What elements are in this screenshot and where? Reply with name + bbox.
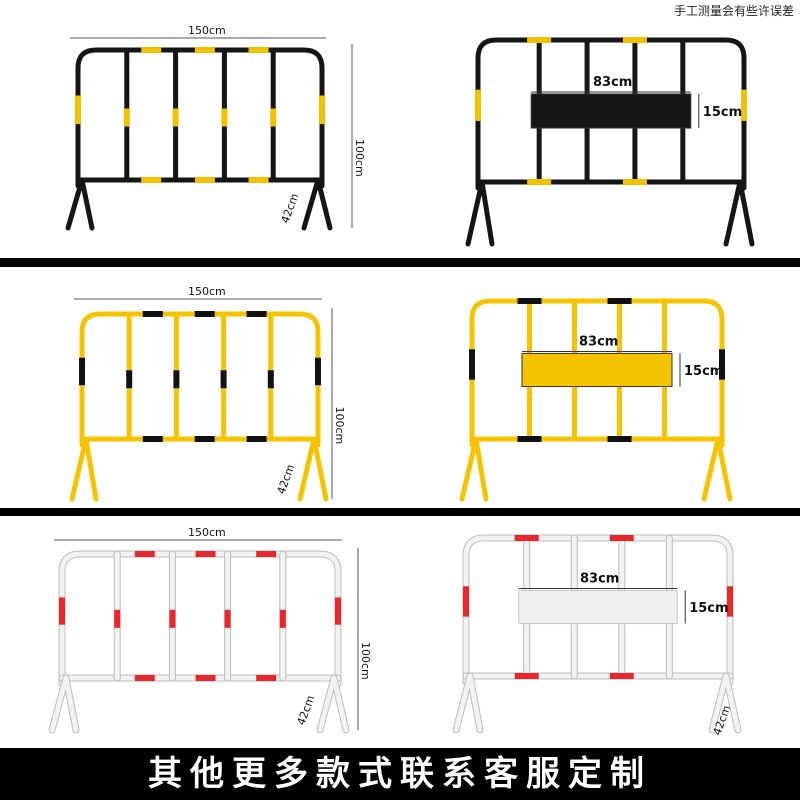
left-foot xyxy=(453,673,483,733)
plate-height-label: 15cm xyxy=(689,601,728,616)
left-foot xyxy=(465,179,495,247)
left-foot xyxy=(69,436,99,502)
width-label: 150cm xyxy=(188,24,226,37)
right-foot xyxy=(297,436,329,502)
barrier-plate-black-yellow: 83cm 15cm xyxy=(400,0,800,258)
left-foot xyxy=(49,675,79,733)
barrier-drawing: 83cm 15cm xyxy=(459,298,733,502)
right-foot xyxy=(701,436,733,502)
custom-order-banner: 其他更多款式联系客服定制 xyxy=(0,748,800,800)
barrier-plate-yellow-black: 83cm 15cm xyxy=(400,267,800,508)
plate-height-label: 15cm xyxy=(684,364,723,379)
frame-top xyxy=(75,47,325,189)
frame-top xyxy=(79,311,321,448)
plate-width-label: 83cm xyxy=(593,75,632,90)
sign-plate xyxy=(521,352,673,388)
right-foot xyxy=(709,673,741,733)
right-foot xyxy=(301,177,333,231)
frame-top xyxy=(463,535,733,685)
plate-width-label: 83cm xyxy=(579,334,618,349)
plate-width-label: 83cm xyxy=(580,571,619,586)
foot-label: 42cm xyxy=(279,192,302,225)
barrier-drawing: 150cm 100cm 42cm xyxy=(48,526,372,734)
height-label: 100cm xyxy=(333,407,346,445)
width-label: 150cm xyxy=(188,285,226,298)
barrier-plain-black-yellow: 150cm 100cm 42cm xyxy=(0,0,400,258)
divider-2 xyxy=(0,508,800,516)
sign-plate xyxy=(518,589,678,625)
frame-top xyxy=(475,37,747,191)
barrier-drawing: 150cm 100cm 42cm xyxy=(65,24,366,231)
height-label: 100cm xyxy=(359,642,372,680)
foot-label: 42cm xyxy=(275,463,298,496)
sign-plate xyxy=(530,93,692,129)
divider-1 xyxy=(0,258,800,267)
barrier-plain-white-red: 150cm 100cm 42cm xyxy=(0,516,400,748)
measurement-note: 手工测量会有些许误差 xyxy=(673,4,794,18)
right-foot xyxy=(723,179,755,247)
width-label: 150cm xyxy=(188,526,226,539)
left-foot xyxy=(65,177,95,231)
barrier-drawing: 150cm 100cm 42cm xyxy=(69,285,346,502)
height-label: 100cm xyxy=(353,139,366,177)
right-foot xyxy=(317,675,349,733)
left-foot xyxy=(459,436,489,502)
plate-height-label: 15cm xyxy=(703,105,742,120)
frame-top xyxy=(59,551,341,687)
barrier-drawing: 83cm 15cm xyxy=(465,37,755,247)
foot-label: 42cm xyxy=(295,694,318,727)
frame-top xyxy=(469,298,725,448)
barrier-plain-yellow-black: 150cm 100cm 42cm xyxy=(0,267,400,508)
